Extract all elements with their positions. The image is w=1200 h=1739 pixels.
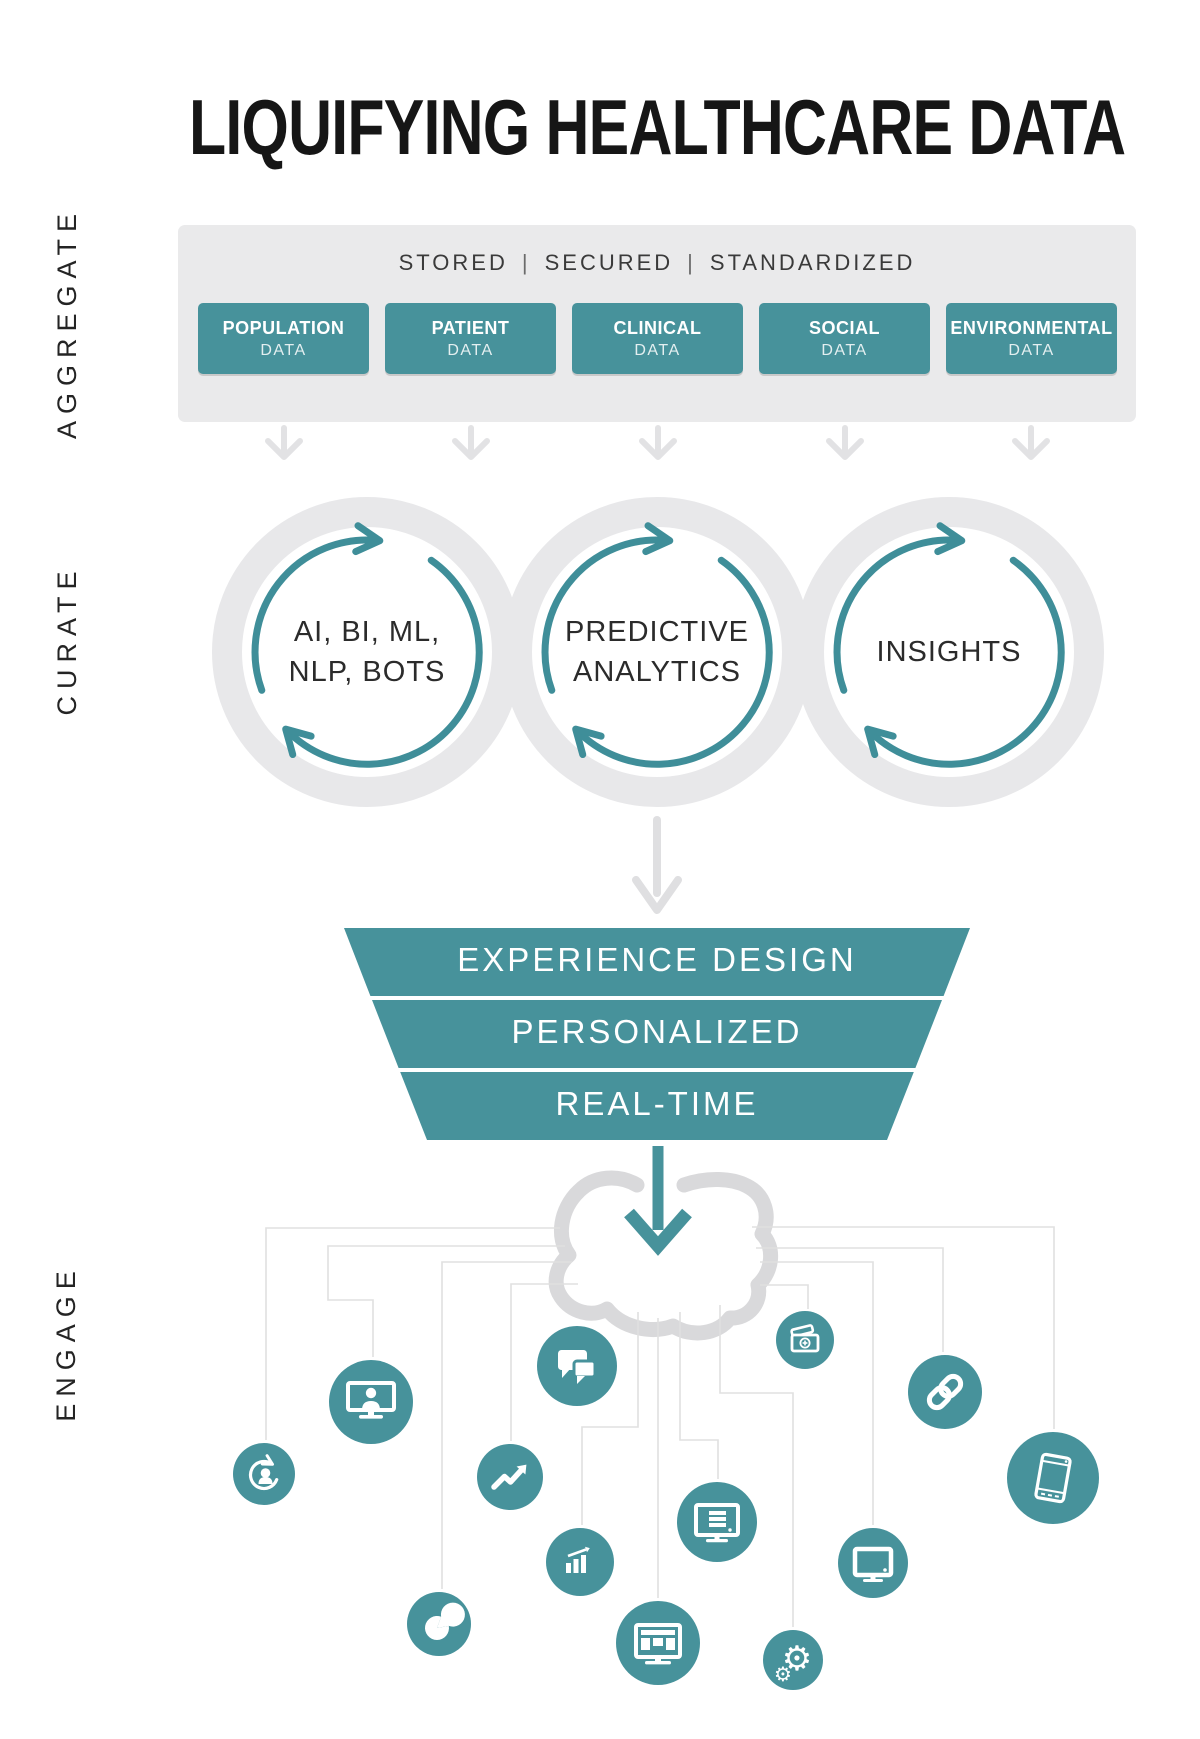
gears-icon: ⚙ ⚙ xyxy=(763,1630,823,1690)
link-icon xyxy=(908,1355,982,1429)
data-box-patient: PATIENT DATA xyxy=(385,303,556,374)
cycle-label-line: PREDICTIVE xyxy=(564,615,750,648)
connector-line xyxy=(756,1247,944,1352)
gear-glyph-large: ⚙ xyxy=(782,1639,812,1679)
separator: | xyxy=(521,250,531,275)
funnel xyxy=(344,928,970,1140)
page-title: LIQUIFYING HEALTHCARE DATA xyxy=(188,83,1126,171)
curate-to-funnel-arrow xyxy=(632,816,682,914)
data-box-title: POPULATION xyxy=(222,317,345,338)
funnel-band-personalized: PERSONALIZED xyxy=(511,1013,803,1050)
desktop-monitor-icon xyxy=(838,1528,908,1598)
data-box-subtitle: DATA xyxy=(1008,341,1055,359)
chat-bubbles-icon xyxy=(537,1326,617,1406)
connector-line xyxy=(752,1226,1055,1429)
dashboard-monitor-icon xyxy=(616,1601,700,1685)
connector-line xyxy=(679,1312,719,1479)
funnel-band-experience-design: EXPERIENCE DESIGN xyxy=(457,941,857,978)
data-box-subtitle: DATA xyxy=(821,341,868,359)
pie-chart-icon xyxy=(407,1592,471,1656)
data-box-title: ENVIRONMENTAL xyxy=(950,317,1113,338)
status-standardized: STANDARDIZED xyxy=(709,250,916,275)
data-box-population: POPULATION DATA xyxy=(198,303,369,374)
connector-line xyxy=(719,1305,794,1627)
bar-chart-growth-icon xyxy=(546,1528,614,1596)
data-box-social: SOCIAL DATA xyxy=(759,303,930,374)
funnel-band-real-time: REAL-TIME xyxy=(555,1085,759,1122)
cycle-label-line: AI, BI, ML, xyxy=(293,615,441,648)
section-label-aggregate: AGGREGATE xyxy=(51,206,82,440)
data-box-title: CLINICAL xyxy=(613,317,702,338)
connector-line xyxy=(441,1261,572,1589)
data-box-environmental: ENVIRONMENTAL DATA xyxy=(946,303,1117,374)
connector-line xyxy=(760,1261,874,1525)
cycle-label-line: ANALYTICS xyxy=(572,656,741,688)
aggregate-status-header: STORED | SECURED | STANDARDIZED xyxy=(178,250,1136,276)
connector-line xyxy=(760,1284,809,1309)
smartphone-icon xyxy=(1007,1432,1099,1524)
data-box-title: SOCIAL xyxy=(808,317,880,338)
cloud-icon xyxy=(548,1170,778,1341)
health-card-icon xyxy=(776,1311,834,1369)
connector-line xyxy=(265,1227,560,1440)
engage-connector-lines xyxy=(265,1226,1055,1627)
connector-line xyxy=(510,1283,578,1441)
monitor-records-icon xyxy=(677,1482,757,1562)
curate-rings xyxy=(212,497,1104,807)
section-label-engage: ENGAGE xyxy=(50,1264,81,1422)
status-stored: STORED xyxy=(398,250,508,275)
data-box-subtitle: DATA xyxy=(447,341,494,359)
data-box-title: PATIENT xyxy=(431,317,510,338)
monitor-person-icon xyxy=(329,1360,413,1444)
aggregate-flow-arrows xyxy=(268,428,1047,457)
data-box-subtitle: DATA xyxy=(260,341,307,359)
person-refresh-icon xyxy=(233,1443,295,1505)
trending-up-icon xyxy=(477,1444,543,1510)
cycle-label-insights: INSIGHTS xyxy=(829,592,1069,712)
separator: | xyxy=(687,250,696,275)
funnel-to-cloud-arrow xyxy=(624,1146,692,1256)
status-secured: SECURED xyxy=(544,250,674,275)
cycle-label-predictive-analytics: PREDICTIVE ANALYTICS xyxy=(537,592,777,712)
connector-line xyxy=(327,1245,565,1357)
cycle-label-line: NLP, BOTS xyxy=(288,656,446,688)
data-box-subtitle: DATA xyxy=(634,341,681,359)
data-box-clinical: CLINICAL DATA xyxy=(572,303,743,374)
gear-glyph-small: ⚙ xyxy=(774,1662,792,1686)
page-title-wrap: LIQUIFYING HEALTHCARE DATA xyxy=(0,82,1200,173)
connector-line xyxy=(581,1312,639,1525)
cycle-label-ai-bi-ml: AI, BI, ML, NLP, BOTS xyxy=(247,592,487,712)
section-label-curate: CURATE xyxy=(51,564,82,716)
cycle-label-line: INSIGHTS xyxy=(876,635,1022,668)
